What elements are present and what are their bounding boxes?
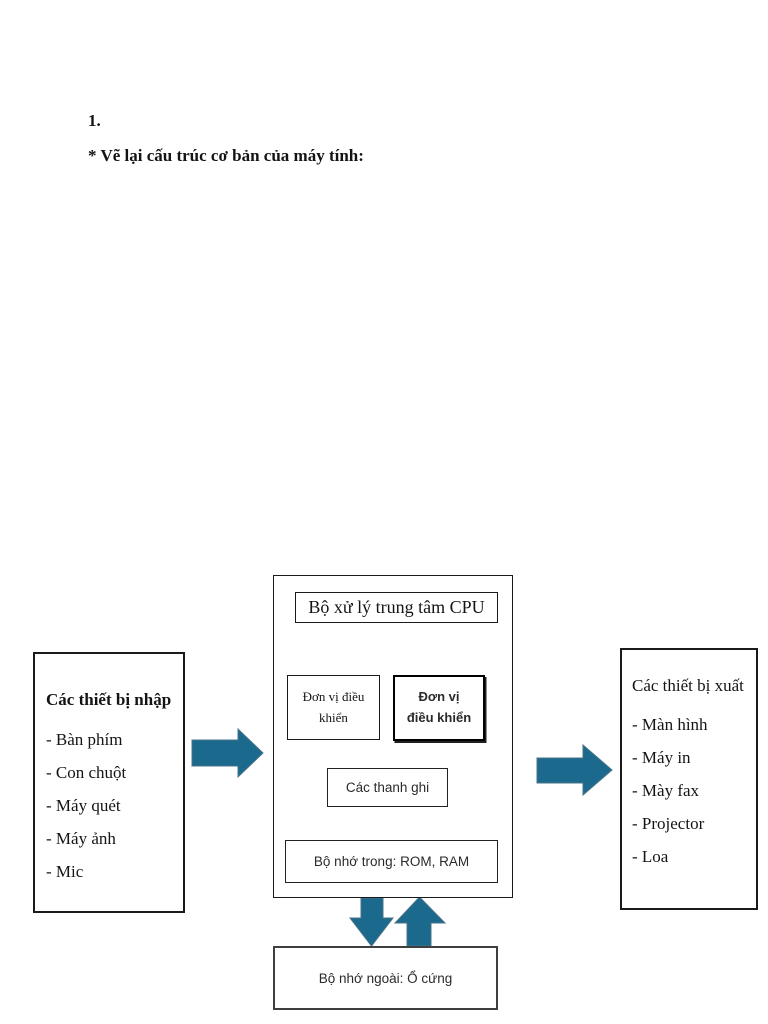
cpu-title: Bộ xử lý trung tâm CPU [308, 597, 485, 617]
output-devices-box: Các thiết bị xuất - Màn hình - Máy in - … [620, 648, 758, 910]
output-device-item: - Loa [632, 847, 669, 866]
control-unit-right-box: Đơn vị điều khiển [393, 675, 485, 741]
output-device-item: - Mày fax [632, 781, 700, 800]
output-devices-title: Các thiết bị xuất [632, 676, 744, 695]
cpu-title-box: Bộ xử lý trung tâm CPU [295, 592, 498, 623]
input-device-item: - Con chuột [46, 763, 127, 782]
output-device-item: - Máy in [632, 748, 691, 767]
external-memory-label: Bộ nhớ ngoài: Ổ cứng [318, 970, 453, 986]
page-title: * Vẽ lại cấu trúc cơ bản của máy tính: [88, 146, 364, 165]
internal-memory-box: Bộ nhớ trong: ROM, RAM [285, 840, 498, 883]
control-unit-left-box: Đơn vị điều khiển [287, 675, 380, 740]
control-unit-left-label: Đơn vị điều khiển [302, 688, 365, 725]
input-device-item: - Máy quét [46, 796, 121, 815]
heading-number: 1. [88, 111, 101, 130]
input-devices-title: Các thiết bị nhập [46, 690, 172, 709]
output-device-item: - Màn hình [632, 715, 708, 734]
cpu-to-external-memory-down-arrow-icon [348, 897, 395, 947]
external-memory-to-cpu-up-arrow-icon [393, 896, 447, 947]
registers-box: Các thanh ghi [327, 768, 448, 807]
external-memory-box: Bộ nhớ ngoài: Ổ cứng [273, 946, 498, 1010]
internal-memory-label: Bộ nhớ trong: ROM, RAM [313, 854, 470, 869]
input-device-item: - Bàn phím [46, 730, 123, 749]
registers-label: Các thanh ghi [345, 780, 430, 795]
input-device-item: - Máy ảnh [46, 829, 116, 848]
input-device-item: - Mic [46, 862, 84, 881]
control-unit-right-label: Đơn vị điều khiển [406, 689, 472, 725]
cpu-to-output-arrow-icon [536, 743, 613, 797]
input-devices-box: Các thiết bị nhập - Bàn phím - Con chuột… [33, 652, 185, 913]
output-device-item: - Projector [632, 814, 705, 833]
input-to-cpu-arrow-icon [191, 727, 264, 779]
